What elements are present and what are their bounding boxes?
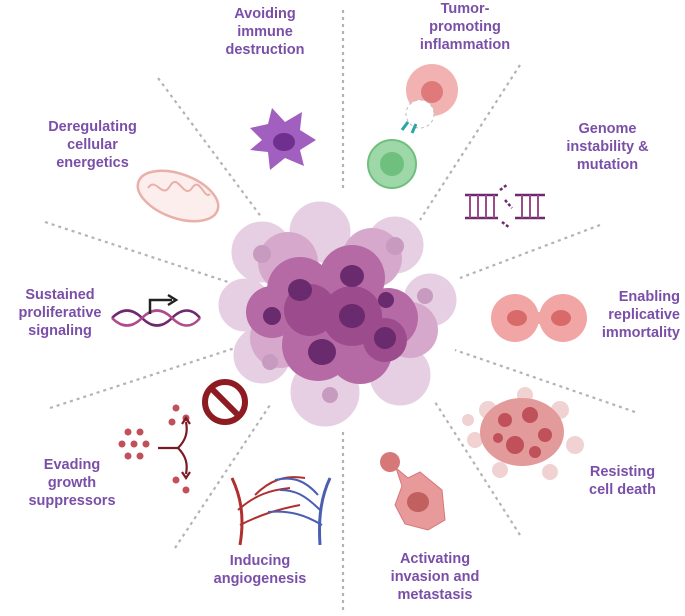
dendritic-cell-icon — [250, 108, 316, 170]
dna-arrow-icon — [111, 293, 201, 327]
spoke-bottom-right — [434, 401, 521, 536]
spoke-top-right — [419, 64, 521, 221]
t-cell-attack-icon — [367, 64, 458, 189]
migrating-cell-icon — [380, 452, 446, 531]
spoke-left-upper — [44, 220, 229, 284]
mitochondrion-icon — [136, 169, 220, 223]
label-resisting-cell-death: Resisting cell death — [589, 464, 656, 498]
spoke-top-left — [157, 77, 263, 219]
label-inducing-angiogenesis: Inducing angiogenesis — [213, 553, 307, 587]
label-tumor-promoting-inflammation: Tumor- promoting inflammation — [419, 1, 511, 53]
spoke-bottom-left — [174, 404, 271, 549]
blood-vessel-icon — [230, 476, 332, 546]
label-deregulating-cellular-energetics: Deregulating cellular energetics — [48, 119, 137, 171]
label-evading-growth-suppressors: Evading growth suppressors — [28, 457, 116, 509]
apoptotic-cell-icon — [462, 387, 584, 480]
tumor-cluster-icon — [218, 201, 457, 427]
spoke-right-upper — [459, 223, 601, 280]
spoke-left-lower — [49, 346, 236, 410]
dividing-cell-icon — [491, 294, 587, 342]
spoke-right-lower — [454, 348, 636, 414]
no-symbol-icon — [202, 379, 248, 425]
label-avoiding-immune-destruction: Avoiding immune destruction — [225, 6, 305, 58]
spokes — [44, 10, 636, 610]
label-invasion-metastasis: Activating invasion and metastasis — [390, 551, 480, 603]
label-sustained-proliferative-signaling: Sustained proliferative signaling — [18, 287, 102, 339]
label-replicative-immortality: Enabling replicative immortality — [601, 289, 680, 341]
label-genome-instability: Genome instability & mutation — [566, 121, 649, 173]
broken-dna-icon — [465, 183, 545, 229]
split-arrow-icon — [158, 416, 191, 480]
